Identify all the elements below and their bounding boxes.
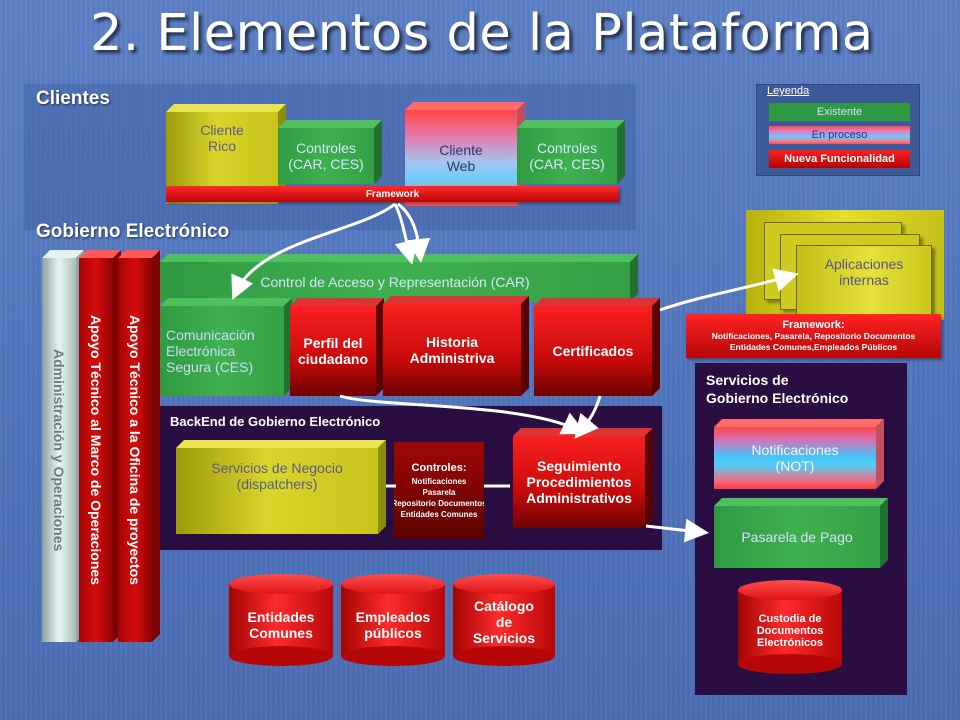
db-custodia-label: Custodia de Documentos Electrónicos — [756, 613, 824, 649]
apoyo-oficina-label: Apoyo Técnico a la Oficina de proyectos — [118, 258, 152, 642]
internal-framework-bar: Framework: Notificaciones, Pasarela, Rep… — [686, 314, 941, 358]
apoyo-marco-label: Apoyo Técnico al Marco de Operaciones — [79, 258, 113, 642]
db-empleados: Empleados públicos — [341, 574, 445, 666]
controles-1: Controles (CAR, CES) — [278, 120, 382, 184]
db-entidades: Entidades Comunes — [229, 574, 333, 666]
ces-box: Comunicación Electrónica Segura (CES) — [160, 298, 292, 396]
perfil-ciudadano-box: Perfil del ciudadano — [290, 298, 384, 396]
admin-operaciones-label: Administración y Operaciones — [42, 258, 76, 642]
pasarela-label: Pasarela de Pago — [714, 506, 880, 568]
clients-framework-bar: Framework — [166, 186, 619, 202]
internal-framework-items: Notificaciones, Pasarela, Repositorio Do… — [711, 331, 916, 352]
backend-controles-title: Controles: — [411, 462, 467, 474]
db-catalogo-label: Catálogo de Servicios — [472, 598, 536, 646]
backend-label: BackEnd de Gobierno Electrónico — [170, 414, 381, 429]
certificados-box: Certificados — [534, 298, 660, 396]
historia-label: Historia Administriva — [383, 304, 521, 396]
legend: Leyenda Existente En proceso Nueva Funci… — [756, 84, 920, 176]
apoyo-marco-bar: Apoyo Técnico al Marco de Operaciones — [79, 250, 121, 642]
seguimiento-box: Seguimiento Procedimientos Administrativ… — [513, 428, 653, 528]
gobierno-label: Gobierno Electrónico — [36, 221, 230, 242]
clients-label: Clientes — [36, 88, 110, 109]
backend-controles-items: Notificaciones Pasarela Repositorio Docu… — [394, 477, 484, 519]
legend-existing: Existente — [769, 103, 910, 121]
admin-operaciones-bar: Administración y Operaciones — [42, 250, 84, 642]
notificaciones-label: Notificaciones (NOT) — [714, 427, 876, 489]
db-custodia: Custodia de Documentos Electrónicos — [738, 580, 842, 674]
servicios-negocio-box: Servicios de Negocio (dispatchers) — [176, 440, 386, 534]
pasarela-box: Pasarela de Pago — [714, 498, 888, 568]
backend-controles-box: Controles: Notificaciones Pasarela Repos… — [394, 442, 484, 539]
apoyo-oficina-bar: Apoyo Técnico a la Oficina de proyectos — [118, 250, 160, 642]
notificaciones-box: Notificaciones (NOT) — [714, 419, 884, 489]
legend-new: Nueva Funcionalidad — [769, 150, 910, 168]
internal-apps-front: Aplicaciones internas — [796, 245, 932, 319]
controles-1-label: Controles (CAR, CES) — [278, 128, 374, 184]
ces-label: Comunicación Electrónica Segura (CES) — [160, 306, 284, 396]
db-empleados-label: Empleados públicos — [355, 609, 431, 641]
legend-in-progress: En proceso — [769, 126, 910, 144]
legend-title: Leyenda — [767, 85, 810, 97]
servicios-negocio-label: Servicios de Negocio (dispatchers) — [176, 448, 378, 534]
seguimiento-label: Seguimiento Procedimientos Administrativ… — [513, 436, 645, 528]
certificados-label: Certificados — [534, 306, 652, 396]
db-entidades-label: Entidades Comunes — [247, 609, 315, 641]
servicios-label: Servicios de Gobierno Electrónico — [706, 372, 849, 406]
controles-2-label: Controles (CAR, CES) — [517, 128, 617, 184]
historia-box: Historia Administriva — [383, 296, 529, 396]
perfil-label: Perfil del ciudadano — [290, 306, 376, 396]
internal-framework-title: Framework: — [782, 319, 845, 331]
page-title: 2. Elementos de la Plataforma — [90, 4, 874, 63]
controles-2: Controles (CAR, CES) — [517, 120, 625, 184]
db-catalogo: Catálogo de Servicios — [453, 574, 555, 666]
